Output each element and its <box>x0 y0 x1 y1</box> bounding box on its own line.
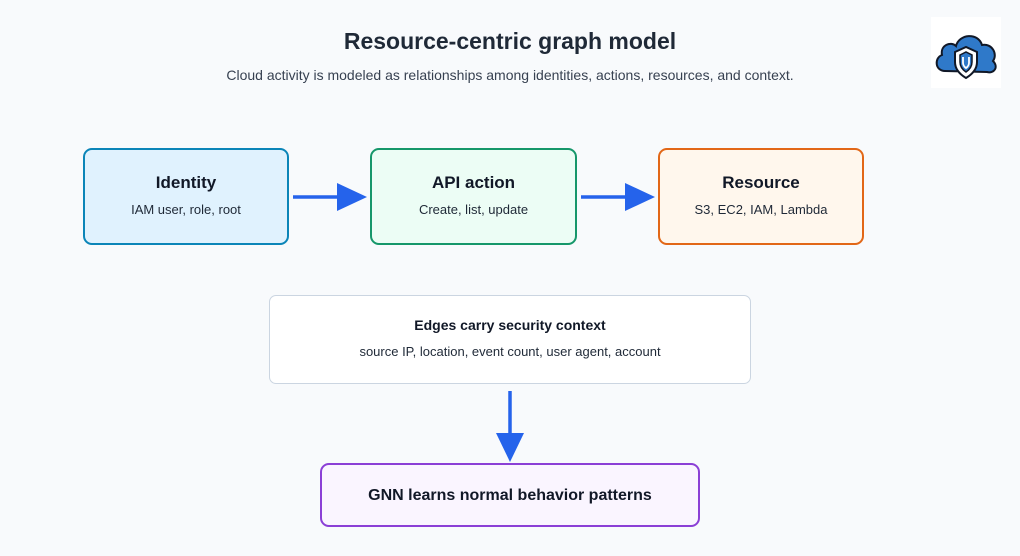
gnn-title: GNN learns normal behavior patterns <box>368 487 652 504</box>
identity-title: Identity <box>155 173 217 192</box>
api-action-node: API action Create, list, update <box>370 148 577 245</box>
resource-subtitle: S3, EC2, IAM, Lambda <box>694 202 828 217</box>
context-subtitle: source IP, location, event count, user a… <box>359 344 661 359</box>
context-node: Edges carry security context source IP, … <box>269 295 751 384</box>
cloud-shield-icon <box>931 17 1001 88</box>
resource-node: Resource S3, EC2, IAM, Lambda <box>658 148 864 245</box>
arrow-action-to-resource <box>581 183 655 211</box>
api-action-subtitle: Create, list, update <box>418 202 529 217</box>
arrow-context-to-gnn <box>496 391 524 462</box>
identity-node: Identity IAM user, role, root <box>83 148 289 245</box>
resource-title: Resource <box>722 173 800 192</box>
page-subtitle: Cloud activity is modeled as relationshi… <box>226 67 794 83</box>
gnn-node: GNN learns normal behavior patterns <box>320 463 700 527</box>
api-action-title: API action <box>431 173 516 192</box>
identity-subtitle: IAM user, role, root <box>131 202 241 217</box>
context-title: Edges carry security context <box>414 317 606 333</box>
arrow-identity-to-action <box>293 183 367 211</box>
page-title: Resource-centric graph model <box>343 28 677 54</box>
